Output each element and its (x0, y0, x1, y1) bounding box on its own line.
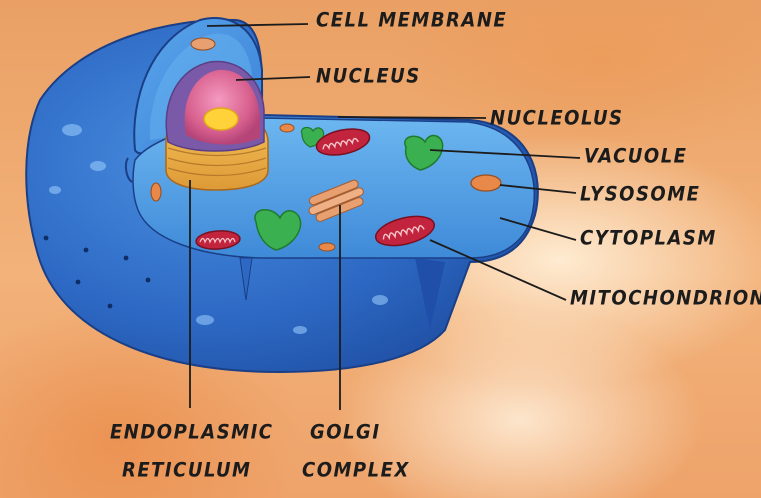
label-nucleus: NUCLEUS (316, 65, 421, 89)
label-mitochondrion: MITOCHONDRION (570, 287, 761, 311)
label-golgi-line1: GOLGI (310, 421, 381, 445)
label-nucleolus: NUCLEOLUS (490, 107, 624, 131)
label-endoplasmic-line2: RETICULUM (122, 459, 251, 483)
label-cytoplasm: CYTOPLASM (580, 227, 717, 251)
label-lysosome: LYSOSOME (580, 183, 700, 207)
label-cell-membrane: CELL MEMBRANE (316, 9, 507, 33)
label-golgi-line2: COMPLEX (302, 459, 410, 483)
label-vacuole: VACUOLE (584, 145, 687, 169)
label-endoplasmic-line1: ENDOPLASMIC (110, 421, 273, 445)
nucleolus-shape (204, 108, 238, 130)
